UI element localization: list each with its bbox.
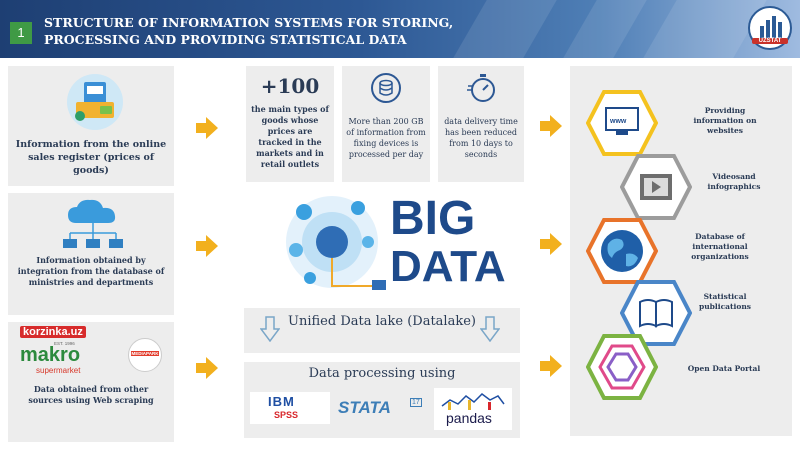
stopwatch-icon bbox=[467, 74, 495, 102]
big-data-title-line1: BIG bbox=[390, 192, 476, 245]
source-panel-ministries: Information obtained by integration from… bbox=[8, 193, 174, 315]
hexagon-database bbox=[586, 218, 658, 284]
source-label: Information from the online sales regist… bbox=[15, 139, 167, 176]
processing-label: Data processing using bbox=[308, 366, 456, 381]
hexagon-publications bbox=[620, 280, 692, 346]
header-bar bbox=[0, 0, 800, 58]
stat-value: +100 bbox=[260, 74, 320, 98]
www-icon: www bbox=[610, 118, 627, 125]
stat-box-goods: +100 the main types of goods whose price… bbox=[246, 66, 334, 182]
stata-logo: STATA bbox=[338, 398, 391, 417]
source-panel-sales-register: Information from the online sales regist… bbox=[8, 66, 174, 186]
output-label: Providing information on websites bbox=[693, 106, 757, 135]
logo-label: UZSTAT bbox=[752, 38, 788, 44]
chart-bars-icon bbox=[760, 16, 782, 38]
datalake-bar: Unified Data lake (Datalake) bbox=[244, 308, 520, 353]
korzinka-sub: EST. 1996 bbox=[54, 341, 75, 346]
stat-box-delivery: data delivery time has been reduced from… bbox=[438, 66, 524, 182]
source-label: Data obtained from other sources using W… bbox=[28, 384, 154, 405]
stat-text: data delivery time has been reduced from… bbox=[444, 117, 518, 159]
ibm-spss-logo: IBM SPSS bbox=[250, 392, 330, 424]
arrow-down-icon bbox=[260, 316, 280, 342]
output-label: Database of international organizations bbox=[691, 232, 749, 261]
datalake-label: Unified Data lake (Datalake) bbox=[288, 314, 476, 329]
pandas-text: pandas bbox=[446, 410, 492, 426]
arrow-right-icon bbox=[540, 233, 562, 255]
spss-text: SPSS bbox=[274, 410, 299, 420]
big-data-title-line2: DATA bbox=[390, 242, 506, 291]
cloud-network-icon bbox=[63, 199, 123, 248]
hexagon-websites bbox=[586, 90, 658, 156]
arrow-right-icon bbox=[196, 357, 218, 379]
korzinka-logo: korzinka.uz bbox=[20, 326, 86, 338]
source-panel-web-scraping: korzinka.uz EST. 1996 makro supermarket … bbox=[8, 322, 174, 442]
stat-box-gb: More than 200 GB of information from fix… bbox=[342, 66, 430, 182]
makro-sub: supermarket bbox=[36, 366, 81, 375]
arrow-right-icon bbox=[196, 235, 218, 257]
output-label: Statistical publications bbox=[698, 292, 752, 311]
arrow-right-icon bbox=[196, 117, 218, 139]
ibm-text: IBM bbox=[268, 394, 295, 409]
big-data-globe-icon bbox=[286, 196, 386, 290]
arrow-down-icon bbox=[480, 316, 500, 342]
output-label: Open Data Portal bbox=[687, 364, 761, 373]
slide-number: 1 bbox=[10, 22, 32, 44]
pandas-chart-icon bbox=[441, 393, 505, 410]
database-icon bbox=[371, 73, 401, 103]
cash-register-icon bbox=[67, 74, 123, 130]
processing-bar: Data processing using IBM SPSS STATA 17 … bbox=[244, 362, 520, 438]
mediapark-text: MEDIAPARK bbox=[131, 351, 159, 356]
mediapark-logo: MEDIAPARK bbox=[128, 338, 162, 372]
output-label: Videosand infographics bbox=[707, 172, 761, 191]
pandas-logo: pandas bbox=[434, 388, 512, 430]
stata-version: 17 bbox=[410, 398, 422, 407]
header-facet bbox=[453, 0, 557, 58]
page-title: STRUCTURE OF INFORMATION SYSTEMS FOR STO… bbox=[44, 15, 454, 47]
arrow-right-icon bbox=[540, 355, 562, 377]
makro-logo: makro bbox=[20, 344, 81, 366]
arrow-right-icon bbox=[540, 115, 562, 137]
source-label: Information obtained by integration from… bbox=[17, 255, 165, 287]
header-facet bbox=[563, 0, 647, 58]
stat-text: More than 200 GB of information from fix… bbox=[346, 117, 426, 159]
hexagon-open-data bbox=[586, 334, 658, 400]
hexagon-video bbox=[620, 154, 692, 220]
stat-text: the main types of goods whose prices are… bbox=[251, 104, 329, 169]
